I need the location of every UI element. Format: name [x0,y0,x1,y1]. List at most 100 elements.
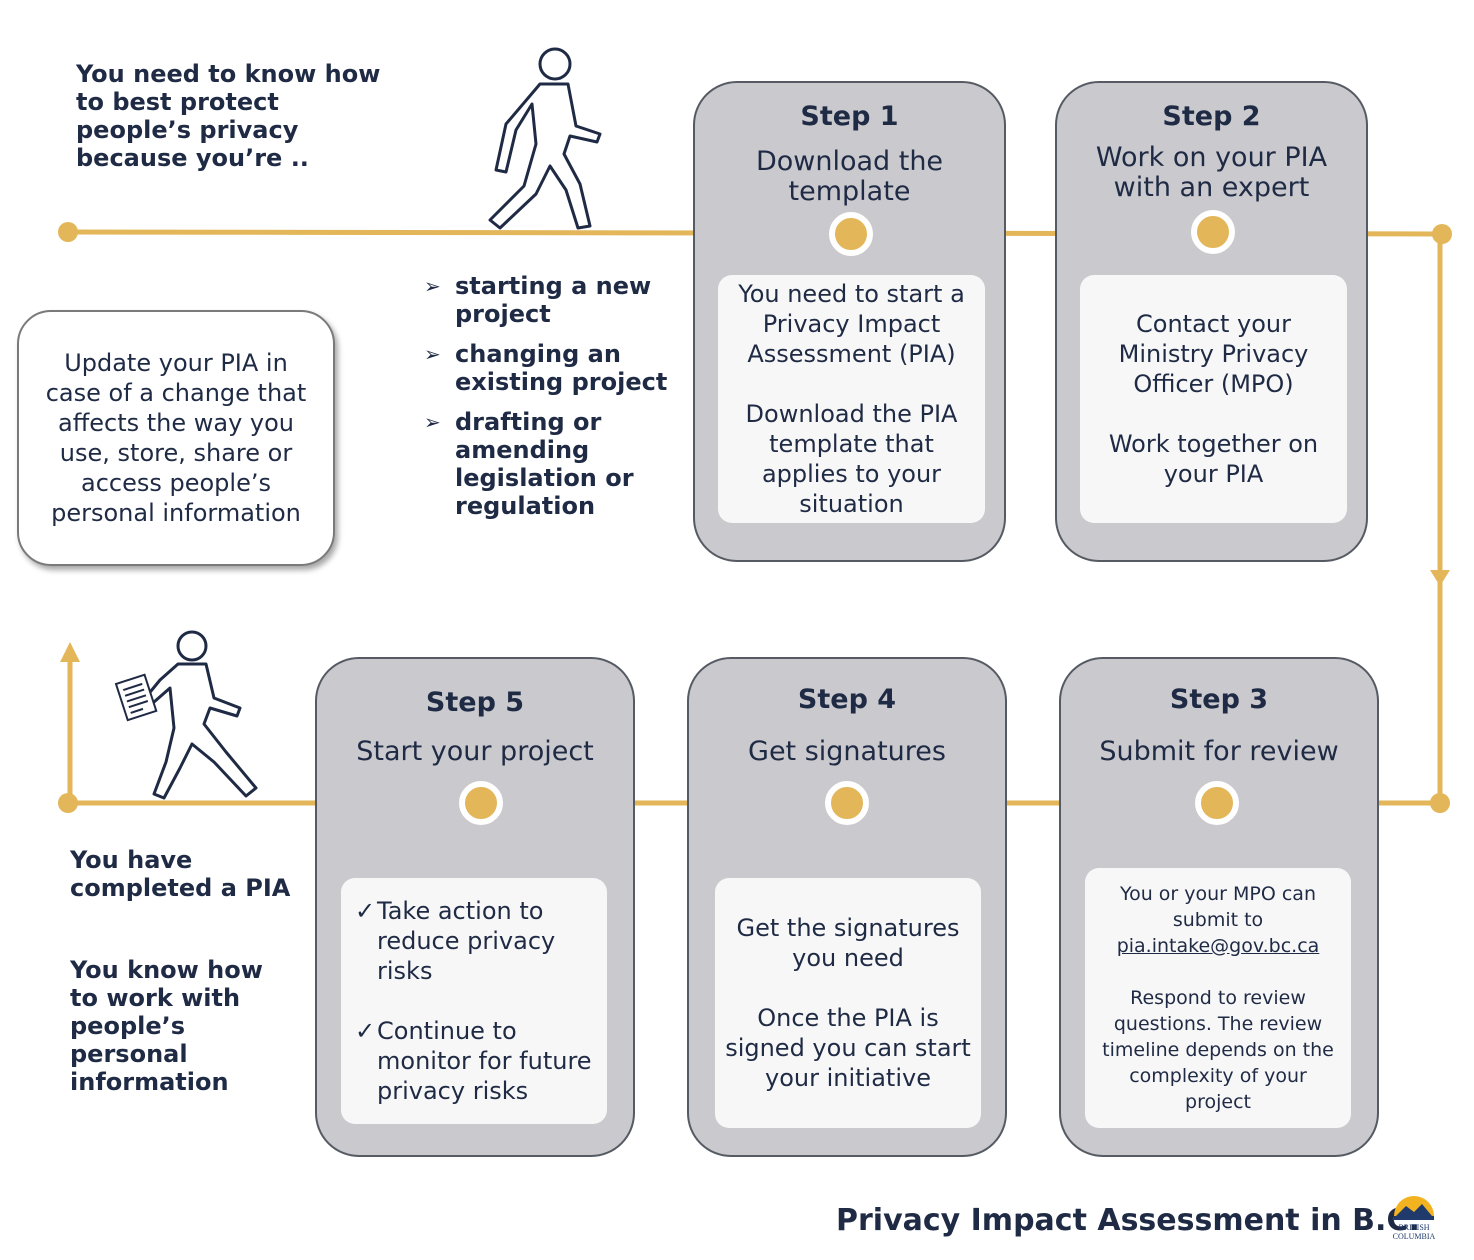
detail-line: signed you can start [725,1034,971,1062]
checklist-line: privacy risks [377,1077,529,1105]
step-1-details: You need to start a Privacy Impact Asses… [718,275,985,523]
checklist-line: Continue to [377,1017,517,1045]
arrowhead-bullet-icon: ➢ [424,274,441,298]
detail-line: Ministry Privacy [1118,340,1309,368]
logo-text-line: BRITISH [1398,1223,1429,1232]
update-line: personal information [51,499,301,527]
checklist-item: ✓ Take action to reduce privacy risks [347,896,601,986]
timeline-corner-dot [1432,224,1452,244]
timeline-corner-dot [1430,793,1450,813]
detail-line: Contact your [1136,310,1291,338]
list-item: ➢ changing an existing project [424,340,684,396]
detail-line: Get the signatures [736,914,960,942]
timeline-end-dot [58,793,78,813]
step-title: Submit for review [1099,736,1339,767]
update-line: case of a change that [45,379,307,407]
email-link[interactable]: pia.intake@gov.bc.ca [1116,935,1320,957]
list-item-text: drafting or [455,408,602,436]
completed-line: You have [70,846,193,874]
step-1-card: Step 1 Download the template You need to… [693,81,1006,562]
step-5-details: ✓ Take action to reduce privacy risks ✓ … [341,878,607,1124]
detail-line: timeline depends on the [1102,1039,1334,1061]
intro-text: You need to know how to best protect peo… [76,60,396,172]
list-item-text: legislation or [455,464,634,492]
update-line: affects the way you [57,409,295,437]
detail-line: You need to start a [738,280,965,308]
detail-line: questions. The review [1113,1013,1323,1035]
step-title: Work on your PIA with an expert [1057,143,1366,203]
bc-logo-icon: BRITISH COLUMBIA [1393,1196,1436,1241]
arrowhead-bullet-icon: ➢ [424,410,441,434]
step-3-card: Step 3 Submit for review You or your MPO… [1059,657,1379,1157]
intro-line: because you’re .. [76,144,309,172]
list-item-text: starting a new [455,272,652,300]
step-label: Step 5 [425,687,525,718]
step-4-details: Get the signatures you need Once the PIA… [715,878,981,1128]
checkmark-icon: ✓ [355,897,376,925]
list-item: ➢ drafting or amending legislation or re… [424,408,684,520]
step-title-line: template [788,176,911,207]
know-how-line: You know how [70,956,263,984]
update-line: use, store, share or [59,439,293,467]
intro-line: people’s privacy [76,116,299,144]
update-line: Update your PIA in [64,349,288,377]
know-how-text: You know how to work with people’s perso… [70,956,310,1096]
detail-line: Download the PIA [745,400,958,428]
step-4-card: Step 4 Get signatures Get the signatures… [687,657,1007,1157]
step-title-line: Download the [755,146,944,177]
step-label: Step 4 [797,684,897,715]
step-5-checklist: ✓ Take action to reduce privacy risks ✓ … [347,896,601,1106]
checklist-line: risks [377,957,433,985]
intro-line: You need to know how [76,60,381,88]
detail-line: project [1185,1091,1251,1113]
list-item-text: amending [455,436,590,464]
step-3-details: You or your MPO can submit to pia.intake… [1085,868,1351,1128]
step-label: Step 2 [1162,101,1261,132]
detail-line: your initiative [765,1064,931,1092]
update-pia-box: Update your PIA in case of a change that… [17,310,335,566]
step-2-details: Contact your Ministry Privacy Officer (M… [1080,275,1347,523]
footer-title: Privacy Impact Assessment in B.C. [836,1203,1420,1238]
update-line: access people’s [81,469,271,497]
know-how-line: people’s [70,1012,186,1040]
detail-line: template that [769,430,934,458]
checklist-item: ✓ Continue to monitor for future privacy… [347,1016,601,1106]
checkmark-icon: ✓ [355,1017,376,1045]
checklist-line: monitor for future [377,1047,592,1075]
reasons-list: ➢ starting a new project ➢ changing an e… [424,272,684,532]
checklist-line: Take action to [377,897,544,925]
detail-line: situation [799,490,904,518]
detail-line: Assessment (PIA) [747,340,956,368]
walking-person-icon [488,47,602,230]
completed-line: completed a PIA [70,874,291,902]
step-title-line: with an expert [1113,172,1310,203]
list-item-text: project [455,300,551,328]
know-how-line: to work with [70,984,241,1012]
document-icon [114,673,158,722]
checklist-line: reduce privacy [377,927,556,955]
step-2-card: Step 2 Work on your PIA with an expert C… [1055,81,1368,562]
step-title: Start your project [356,736,594,767]
know-how-line: personal [70,1040,188,1068]
step-label: Step 1 [800,101,899,132]
detail-line: submit to [1172,909,1264,931]
completed-text: You have completed a PIA [70,846,330,902]
timeline-start-dot [58,222,78,242]
list-item-text: existing project [455,368,668,396]
detail-line: Respond to review [1130,987,1306,1009]
logo-text-line: COLUMBIA [1393,1232,1436,1241]
list-item: ➢ starting a new project [424,272,684,328]
know-how-line: information [70,1068,229,1096]
detail-line: you need [792,944,904,972]
walking-person-with-document-icon [114,630,258,800]
detail-line: complexity of your [1129,1065,1307,1087]
up-arrow-icon [60,642,80,662]
detail-line: You or your MPO can [1119,883,1316,905]
step-title: Download the template [695,147,1004,207]
intro-line: to best protect [76,88,279,116]
list-item-text: changing an [455,340,621,368]
step-title-line: Work on your PIA [1095,142,1328,173]
list-item-text: regulation [455,492,596,520]
detail-line: Once the PIA is [757,1004,939,1032]
detail-line: your PIA [1163,460,1264,488]
